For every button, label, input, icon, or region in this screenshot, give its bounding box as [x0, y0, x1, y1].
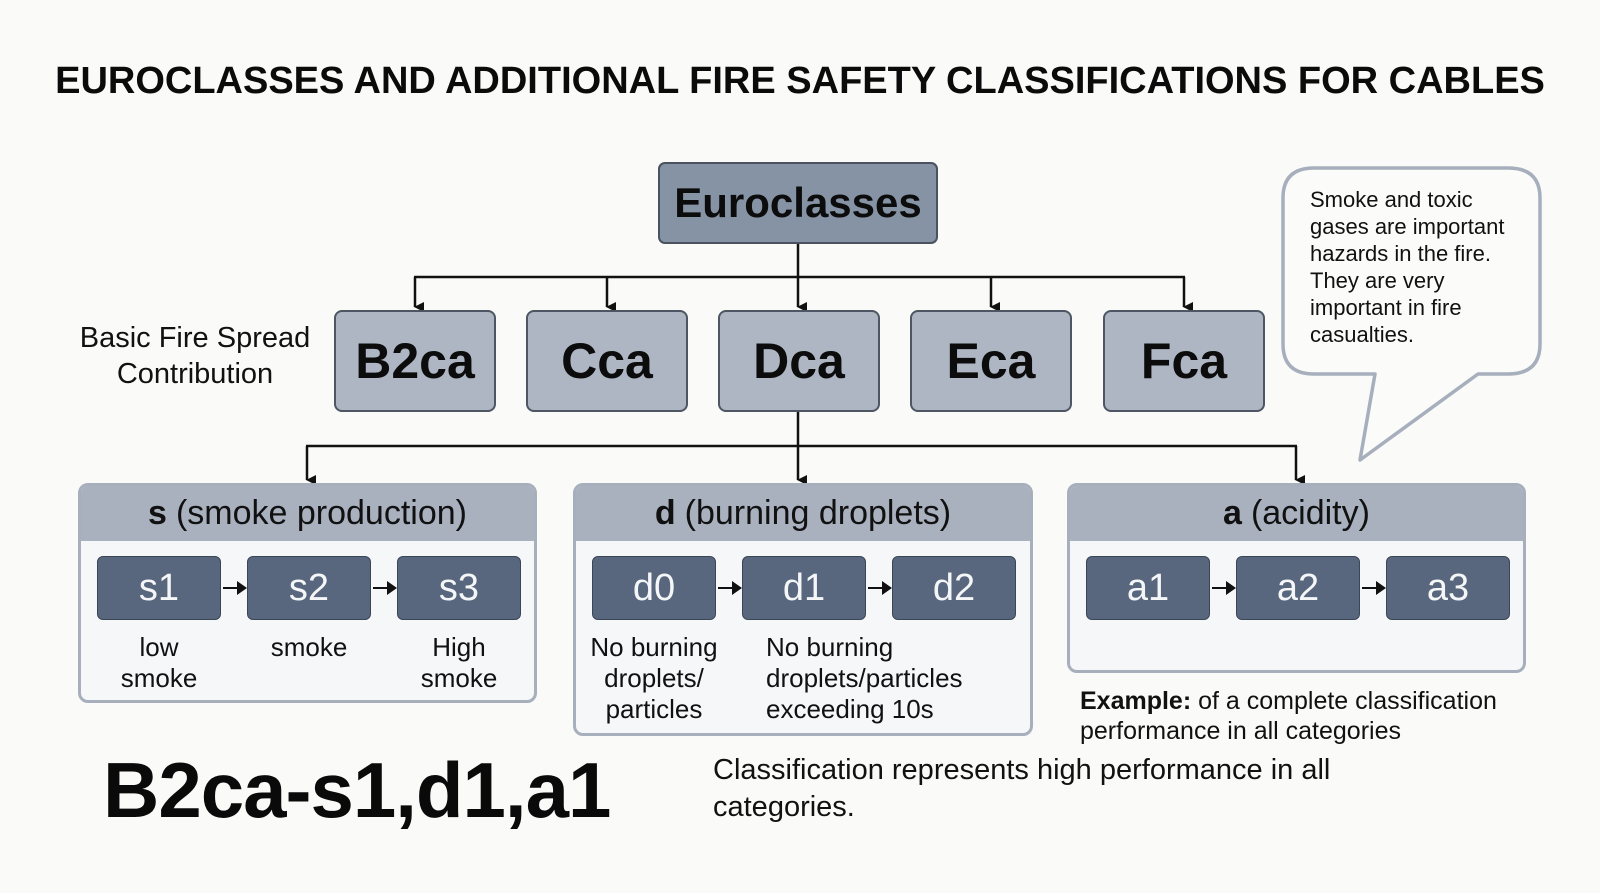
desc-line: No burning — [590, 632, 718, 662]
desc-line: low — [139, 632, 179, 662]
callout-bubble — [1281, 166, 1542, 462]
sub-box-d0: d0 — [592, 556, 716, 620]
euroclasses-root-box: Euroclasses — [658, 162, 938, 244]
callout-line: gases are important — [1310, 214, 1505, 239]
example-text: of a complete classification — [1191, 687, 1497, 715]
arrow-icon — [718, 581, 742, 595]
sub-box-a1: a1 — [1086, 556, 1210, 620]
desc-line: droplets/particles — [766, 663, 963, 693]
arrow-icon — [868, 581, 892, 595]
arrow-icon — [223, 581, 247, 595]
sub-class-row: d0 d1 d2 — [592, 556, 1016, 620]
example-line: performance in all categories — [1080, 717, 1401, 745]
description-line: categories. — [713, 791, 855, 823]
label-line: Contribution — [116, 358, 274, 390]
class-box-b2ca: B2ca — [334, 310, 496, 412]
arrow-icon — [373, 581, 397, 595]
callout-line: casualties. — [1310, 322, 1414, 347]
desc-line: High — [432, 632, 486, 662]
desc-d1: No burning droplets/particles exceeding … — [766, 632, 1026, 725]
desc-s2: smoke — [247, 632, 371, 663]
sub-box-d2: d2 — [892, 556, 1016, 620]
sub-box-s2: s2 — [247, 556, 371, 620]
example-label: Example: — [1080, 687, 1192, 715]
desc-line: smoke — [270, 632, 348, 662]
sub-class-row: a1 a2 a3 — [1086, 556, 1510, 620]
desc-d0: No burning droplets/ particles — [578, 632, 730, 725]
sub-box-a3: a3 — [1386, 556, 1510, 620]
callout-line: important in fire — [1310, 295, 1462, 320]
desc-line: particles — [605, 694, 703, 724]
sub-class-row: s1 s2 s3 — [97, 556, 521, 620]
sub-box-d1: d1 — [742, 556, 866, 620]
sub-box-s3: s3 — [397, 556, 521, 620]
class-box-dca: Dca — [718, 310, 880, 412]
desc-s3: High smoke — [397, 632, 521, 694]
callout-line: Smoke and toxic — [1310, 187, 1473, 212]
arrow-icon — [1212, 581, 1236, 595]
group-header: s (smoke production) — [81, 486, 534, 541]
desc-line: smoke — [120, 663, 198, 693]
example-classification-description: Classification represents high performan… — [713, 752, 1393, 826]
class-box-eca: Eca — [910, 310, 1072, 412]
class-box-fca: Fca — [1103, 310, 1265, 412]
example-caption: Example: of a complete classification pe… — [1080, 686, 1540, 746]
description-line: Classification represents high performan… — [713, 754, 1331, 786]
desc-line: No burning — [766, 632, 894, 662]
group-name: (smoke production) — [175, 494, 467, 532]
desc-line: droplets/ — [604, 663, 704, 693]
arrow-icon — [1362, 581, 1386, 595]
example-classification-code: B2ca-s1,d1,a1 — [103, 746, 611, 834]
group-smoke-production: s (smoke production) s1 s2 s3 low smoke … — [78, 483, 537, 703]
sub-box-a2: a2 — [1236, 556, 1360, 620]
callout-text: Smoke and toxic gases are important haza… — [1310, 186, 1540, 348]
page-title: EUROCLASSES AND ADDITIONAL FIRE SAFETY C… — [55, 60, 1545, 102]
group-burning-droplets: d (burning droplets) d0 d1 d2 No burning… — [573, 483, 1033, 736]
group-letter: d — [654, 494, 676, 532]
class-box-cca: Cca — [526, 310, 688, 412]
callout-line: They are very — [1310, 268, 1445, 293]
desc-s1: low smoke — [97, 632, 221, 694]
sub-box-s1: s1 — [97, 556, 221, 620]
group-letter: a — [1223, 494, 1242, 532]
label-line: Basic Fire Spread — [79, 322, 311, 354]
group-acidity: a (acidity) a1 a2 a3 — [1067, 483, 1526, 673]
group-letter: s — [148, 494, 167, 532]
desc-line: smoke — [420, 663, 498, 693]
desc-line: exceeding 10s — [766, 694, 934, 724]
group-name: (acidity) — [1250, 494, 1370, 532]
callout-line: hazards in the fire. — [1310, 241, 1491, 266]
basic-fire-spread-label: Basic Fire Spread Contribution — [75, 320, 315, 392]
example-line: Example: of a complete classification — [1080, 686, 1540, 716]
group-name: (burning droplets) — [684, 494, 952, 532]
group-header: d (burning droplets) — [576, 486, 1030, 541]
group-header: a (acidity) — [1070, 486, 1523, 541]
